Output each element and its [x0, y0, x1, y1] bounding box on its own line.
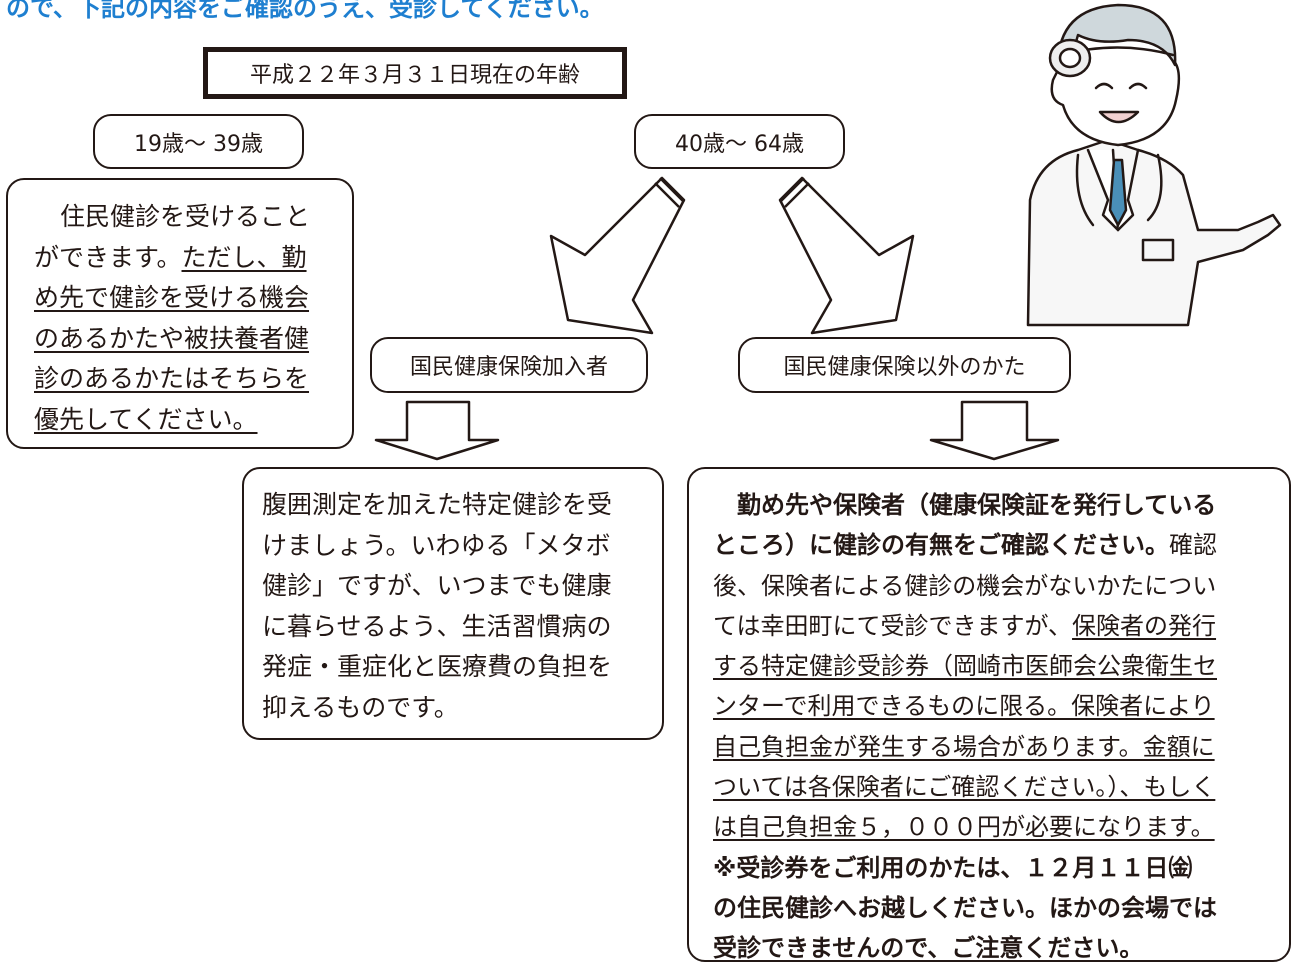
other-note-line-4: ては幸田町にて受診できますが、保険者の発行 [713, 606, 1289, 646]
reference-date-box: 平成２２年３月３１日現在の年齢 [203, 47, 627, 99]
young-note-line-3: め先で健診を受ける機会 [34, 283, 310, 313]
young-note-box: 住民健診を受けること ができます。ただし、勤 め先で健診を受ける機会 のあるかた… [6, 178, 354, 449]
young-note-line-5: 診のあるかたはそちらを [34, 364, 310, 394]
category-national-box: 国民健康保険加入者 [370, 337, 648, 393]
other-note-line-5: する特定健診受診券（岡崎市医師会公衆衛生セ [713, 652, 1217, 681]
young-note-line-1: 住民健診を受けること [60, 202, 311, 231]
national-note-box: 腹囲測定を加えた特定健診を受 けましょう。いわゆる「メタボ 健診」ですが、いつま… [242, 467, 664, 740]
other-note-line-11: の住民健診へお越しください。ほかの会場では [713, 893, 1217, 922]
young-note-line-6: 優先してください。 [34, 404, 258, 434]
other-note-box: 勤め先や保険者（健康保険証を発行している ところ）に健診の有無をご確認ください。… [687, 467, 1291, 962]
national-note-line-6: 抑えるものです。 [262, 692, 459, 722]
other-note-line-4b: 保険者の発行 [1072, 611, 1217, 640]
other-note-line-2b: 確認 [1169, 531, 1217, 560]
other-note-line-7: 自己負担金が発生する場合があります。金額に [713, 727, 1289, 767]
other-note-line-4a: ては幸田町にて受診できますが、 [713, 611, 1073, 640]
age-group-young-label: 19歳～ 39歳 [134, 131, 263, 157]
other-note-line-1: 勤め先や保険者（健康保険証を発行している [737, 491, 1217, 519]
other-note-line-2: ところ）に健診の有無をご確認ください。確認 [713, 525, 1289, 565]
other-note-line-6: ンターで利用できるものに限る。保険者により [713, 692, 1215, 721]
page-header: ので、下記の内容をご確認のうえ、受診してください。 [6, 0, 604, 22]
other-note-line-9: は自己負担金５，０００円が必要になります。 [713, 813, 1215, 842]
category-other-label: 国民健康保険以外のかた [783, 355, 1026, 380]
national-note-line-3: 健診」ですが、いつまでも健康 [262, 571, 612, 601]
national-note-line-1: 腹囲測定を加えた特定健診を受 [262, 490, 613, 519]
age-group-young-box: 19歳～ 39歳 [93, 114, 304, 169]
other-note-line-7a: 自己負担金が発生 [713, 732, 905, 761]
age-group-senior-box: 40歳～ 64歳 [634, 114, 845, 169]
national-note-line-5: 発症・重症化と医療費の負担を [262, 652, 613, 682]
doctor-illustration-icon [1026, 3, 1282, 327]
young-note-line-4: のあるかたや被扶養者健 [34, 323, 310, 353]
national-note-line-4: に暮らせるよう、生活習慣病の [262, 611, 612, 641]
other-note-line-10: ※受診券をご利用のかたは、１２月１１日㈮ [713, 853, 1193, 882]
other-note-line-8: ついては各保険者にご確認ください。）、もしく [713, 773, 1216, 802]
other-note-line-7b: する場合があります。金額に [905, 732, 1215, 761]
category-other-box: 国民健康保険以外のかた [738, 337, 1071, 393]
other-note-line-2a: ところ）に健診の有無をご確認ください。 [713, 531, 1169, 560]
young-note-line-2a: ができます。 [34, 242, 182, 272]
national-note-line-2: けましょう。いわゆる「メタボ [262, 530, 611, 560]
age-group-senior-label: 40歳～ 64歳 [675, 131, 804, 157]
young-note-line-2: ができます。ただし、勤 [34, 238, 352, 279]
other-note-line-3: 後、保険者による健診の機会がないかたについ [713, 571, 1217, 600]
young-note-line-2b: ただし、勤 [181, 242, 307, 272]
category-national-label: 国民健康保険加入者 [409, 355, 608, 380]
other-note-line-12: 受診できませんので、ご注意ください。 [713, 934, 1144, 963]
reference-date-label: 平成２２年３月３１日現在の年齢 [249, 63, 580, 88]
